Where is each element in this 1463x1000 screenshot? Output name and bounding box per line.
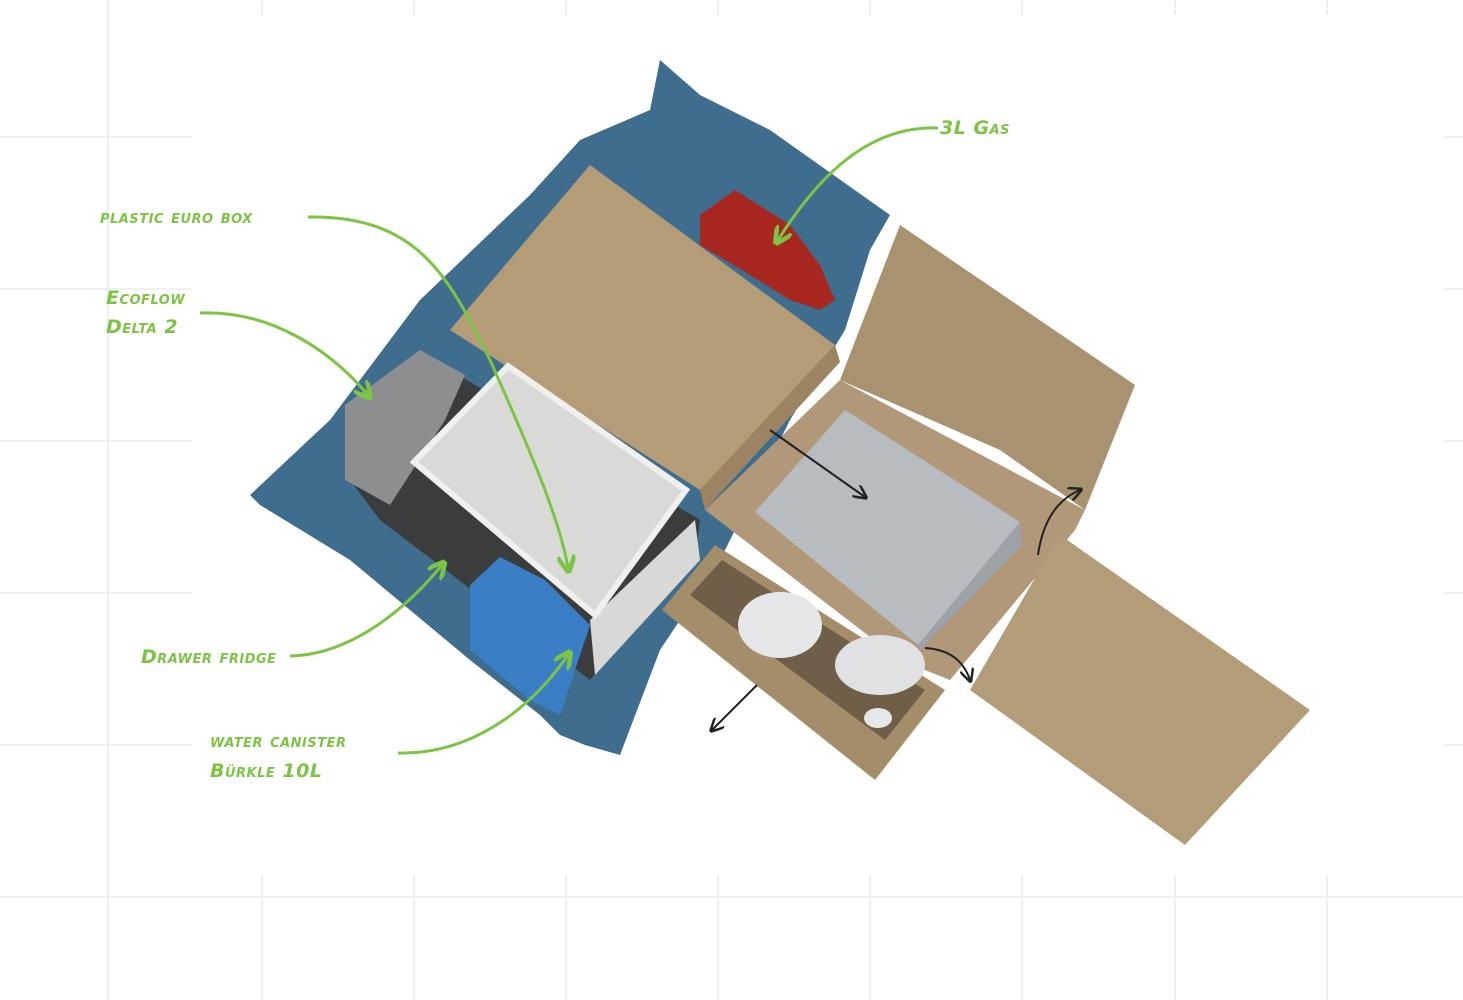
label-water-canister-line2: Bürkle 10L	[210, 760, 323, 782]
label-water-canister-line1: water canister	[210, 730, 347, 752]
cup	[864, 708, 892, 728]
tray-side	[918, 522, 1022, 650]
label-drawer-fridge: Drawer fridge	[141, 646, 277, 668]
bowl	[738, 592, 822, 658]
plastic-euro-box	[409, 362, 691, 620]
ecoflow-delta-2	[345, 350, 465, 505]
annotation-leaders	[199, 126, 939, 755]
water-canister	[470, 557, 590, 715]
label-ecoflow-line1: Ecoflow	[106, 287, 186, 309]
label-plastic-euro-box: plastic euro box	[100, 206, 253, 228]
fridge-front	[590, 520, 700, 675]
motion-arrows	[712, 429, 1080, 730]
label-ecoflow-line2: Delta 2	[106, 316, 179, 338]
right-lid	[840, 225, 1135, 510]
wooden-box-left-front	[700, 345, 840, 510]
label-3l-gas: 3L Gas	[940, 117, 1010, 139]
wooden-box-left-top	[450, 165, 835, 490]
storage-tray	[755, 410, 1020, 645]
fold-out-table	[970, 535, 1310, 845]
bowl	[835, 635, 925, 695]
gas-bottle	[700, 190, 835, 310]
